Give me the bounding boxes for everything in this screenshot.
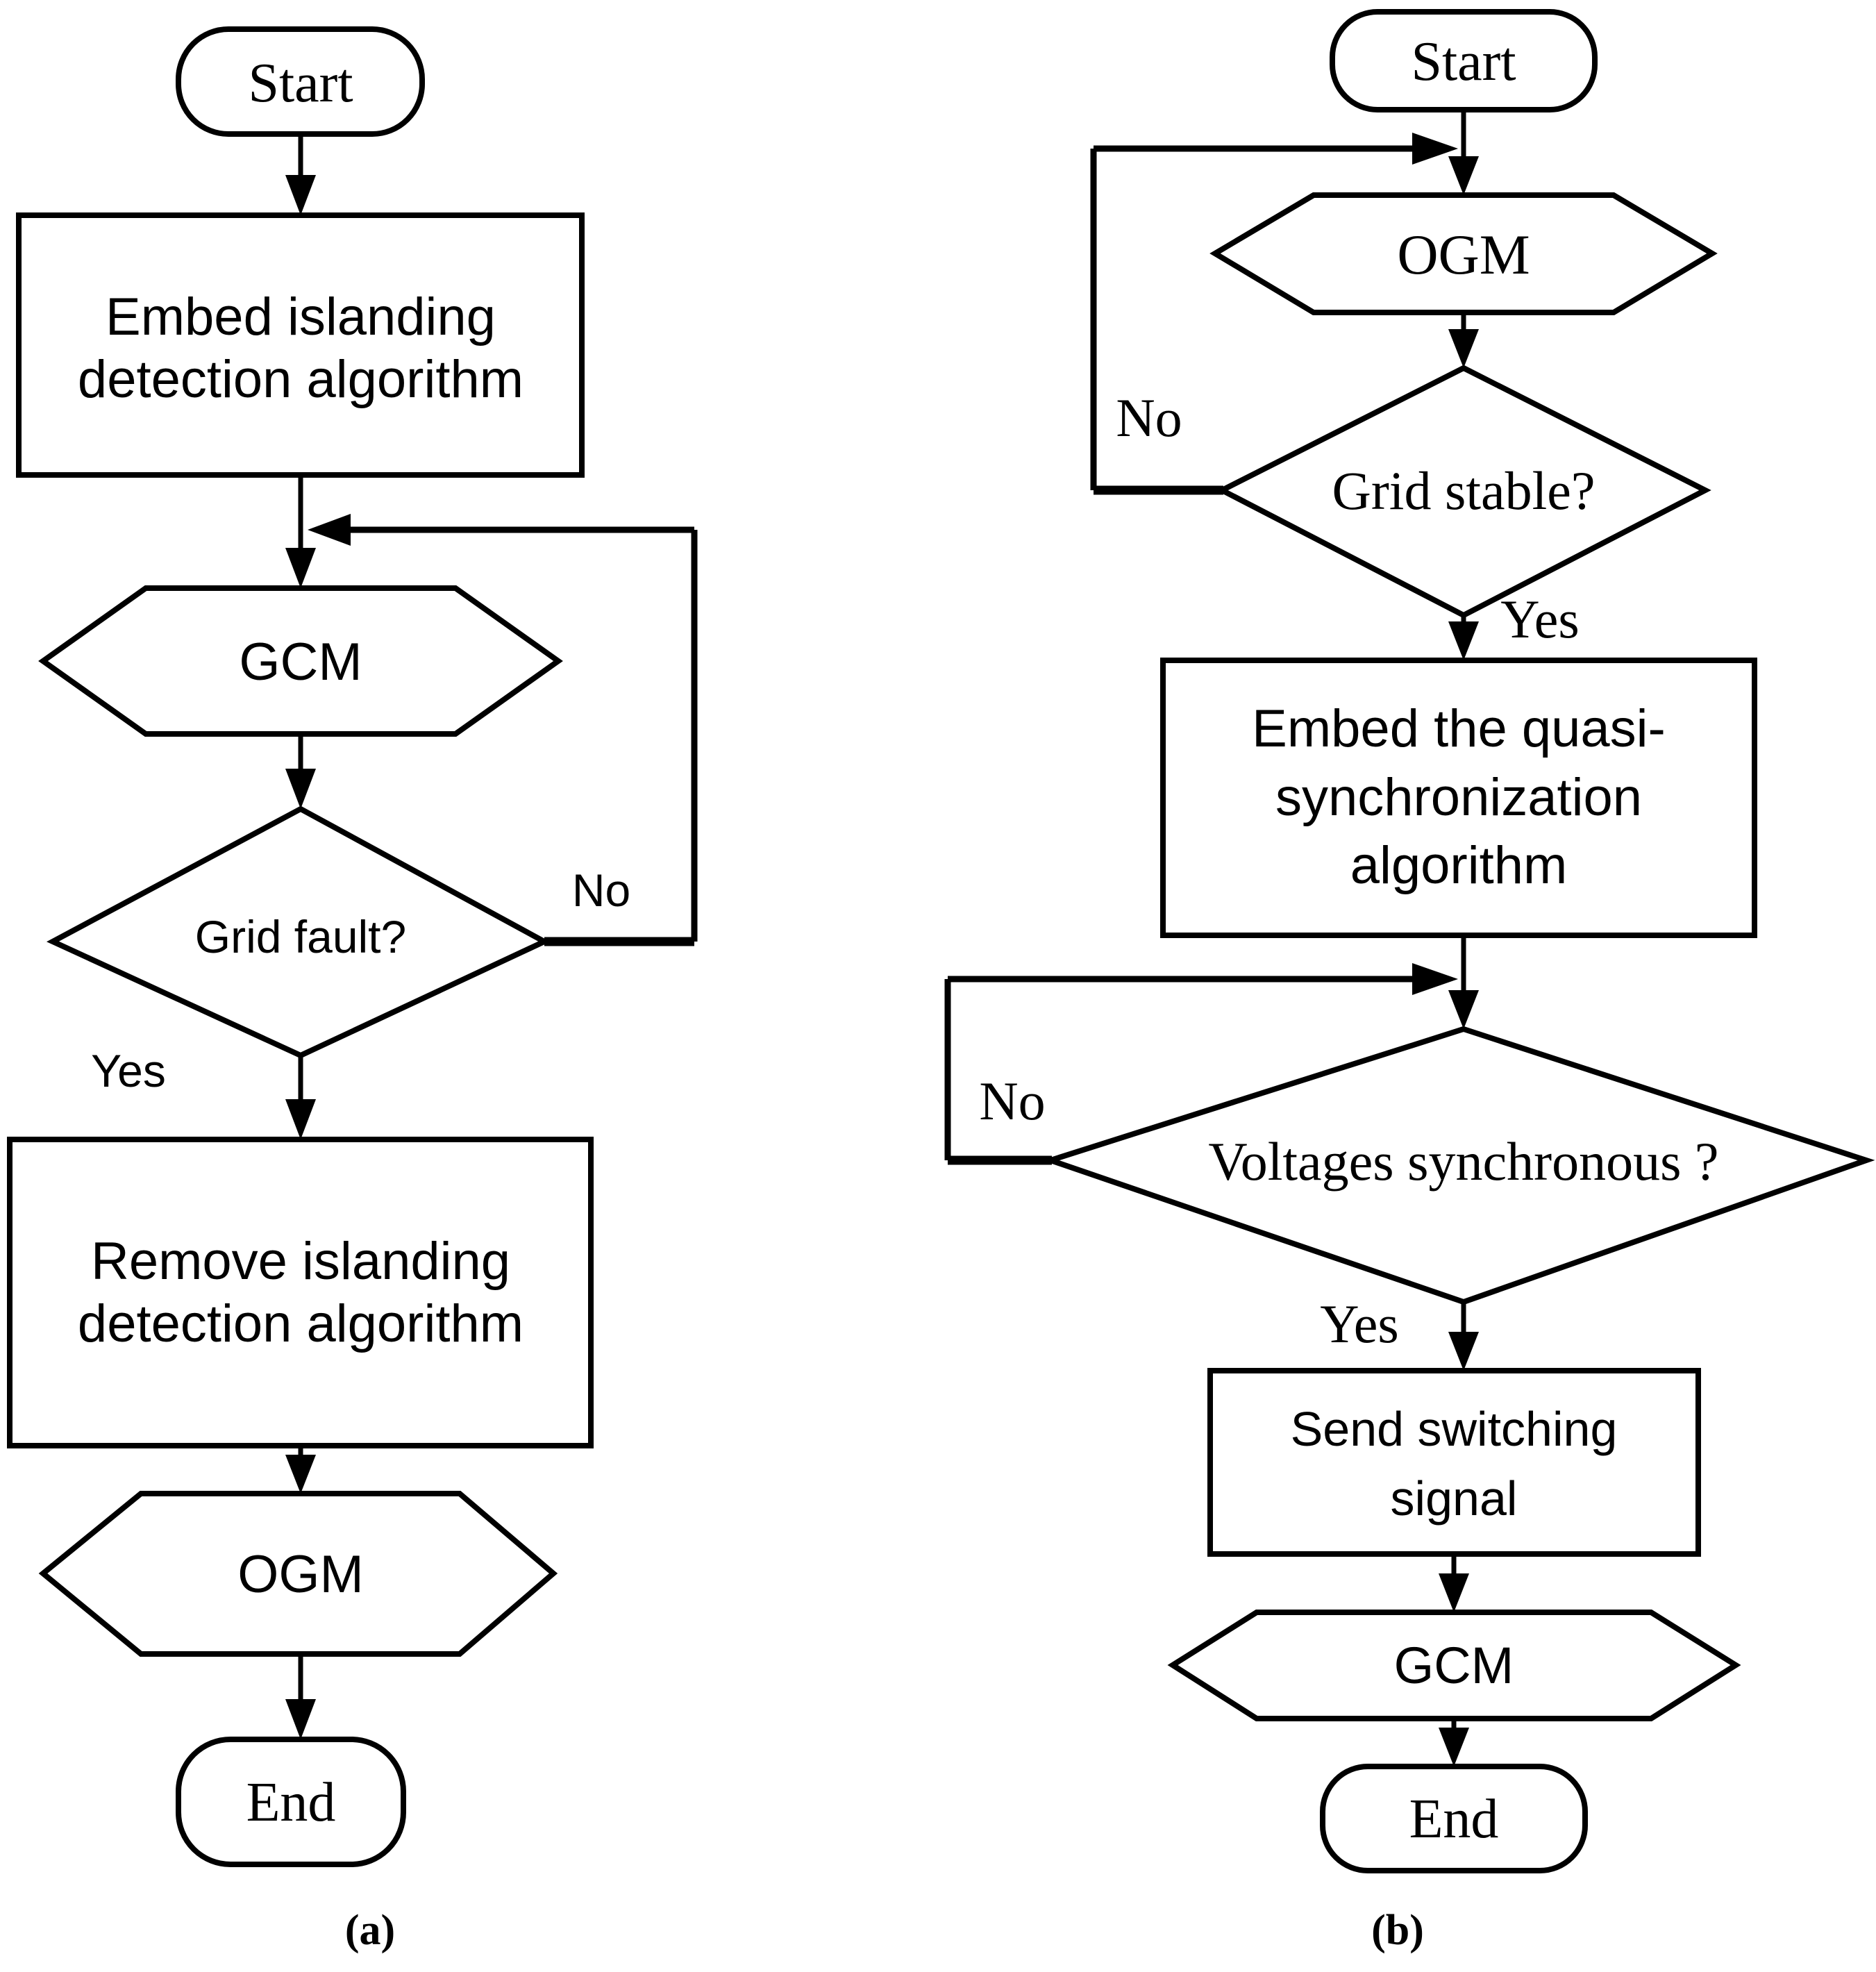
end-node-a-label: End (246, 1772, 336, 1833)
remove-islanding-line1: Remove islanding (91, 1232, 510, 1291)
no-label-b2: No (979, 1071, 1045, 1131)
caption-b: (b) (1371, 1907, 1424, 1954)
arrowhead-b-loop2-right (1412, 963, 1458, 995)
voltages-sync-label: Voltages synchronous ? (1208, 1131, 1718, 1192)
arrowhead-b-6 (1439, 1573, 1469, 1612)
grid-stable-decision (1216, 365, 1711, 619)
start-node-b (1330, 9, 1598, 112)
ogm-node-a (38, 1491, 558, 1657)
arrowhead-a-4 (285, 1099, 316, 1139)
remove-islanding-line2: detection algorithm (78, 1294, 524, 1353)
voltages-sync-decision (1041, 1026, 1875, 1305)
remove-islanding-node (7, 1137, 594, 1448)
flowchart-b: Start OGM Grid stable? No Yes Embed the … (944, 9, 1875, 1954)
embed-islanding-node (16, 212, 585, 478)
embed-islanding-line1: Embed islanding (106, 287, 496, 346)
end-node-a (176, 1737, 406, 1867)
arrowhead-a-3 (285, 769, 316, 809)
start-node-b-label: Start (1411, 31, 1516, 92)
embed-quasi-node (1160, 658, 1757, 938)
flowchart-a: Start Embed islanding detection algorith… (7, 26, 698, 1954)
send-switching-line2: signal (1391, 1471, 1518, 1526)
arrowhead-b-4 (1448, 990, 1479, 1029)
arrowhead-a-5 (285, 1455, 316, 1494)
ogm-node-b (1209, 192, 1718, 315)
yes-label-b2: Yes (1320, 1294, 1399, 1354)
grid-fault-label: Grid fault? (195, 911, 406, 962)
arrowhead-a-2 (285, 548, 316, 588)
grid-fault-decision (47, 805, 551, 1059)
embed-quasi-line2: synchronization (1275, 768, 1642, 827)
gcm-node-a-label: GCM (239, 633, 362, 692)
arrowhead-b-1 (1448, 156, 1479, 195)
gcm-node-a (38, 585, 563, 737)
no-label-a: No (572, 864, 630, 916)
embed-quasi-line3: algorithm (1350, 836, 1568, 895)
gcm-node-b (1167, 1610, 1741, 1721)
arrowhead-b-5 (1448, 1332, 1479, 1371)
end-node-b-label: End (1409, 1789, 1499, 1850)
yes-label-b1: Yes (1500, 589, 1580, 649)
arrowhead-a-6 (285, 1699, 316, 1739)
arrowhead-b-2 (1448, 329, 1479, 368)
gcm-node-b-label: GCM (1394, 1637, 1514, 1694)
caption-a: (a) (345, 1907, 395, 1954)
start-node-a-label: Start (248, 53, 353, 114)
send-switching-line1: Send switching (1291, 1402, 1618, 1456)
no-label-b1: No (1116, 387, 1182, 448)
grid-stable-label: Grid stable? (1332, 460, 1595, 521)
embed-quasi-line1: Embed the quasi- (1252, 699, 1666, 758)
ogm-node-a-label: OGM (237, 1545, 364, 1604)
end-node-b (1320, 1764, 1588, 1873)
arrowhead-b-loop1-right (1412, 133, 1458, 165)
arrowhead-a-1 (285, 175, 316, 215)
arrowhead-a-loop-left (308, 514, 351, 546)
arrowhead-b-3 (1448, 621, 1479, 660)
start-node-a (176, 26, 425, 137)
ogm-node-b-label: OGM (1397, 223, 1530, 286)
embed-islanding-line2: detection algorithm (78, 350, 524, 409)
arrowhead-b-7 (1439, 1728, 1469, 1766)
send-switching-node (1207, 1368, 1701, 1557)
yes-label-a: Yes (91, 1045, 166, 1096)
